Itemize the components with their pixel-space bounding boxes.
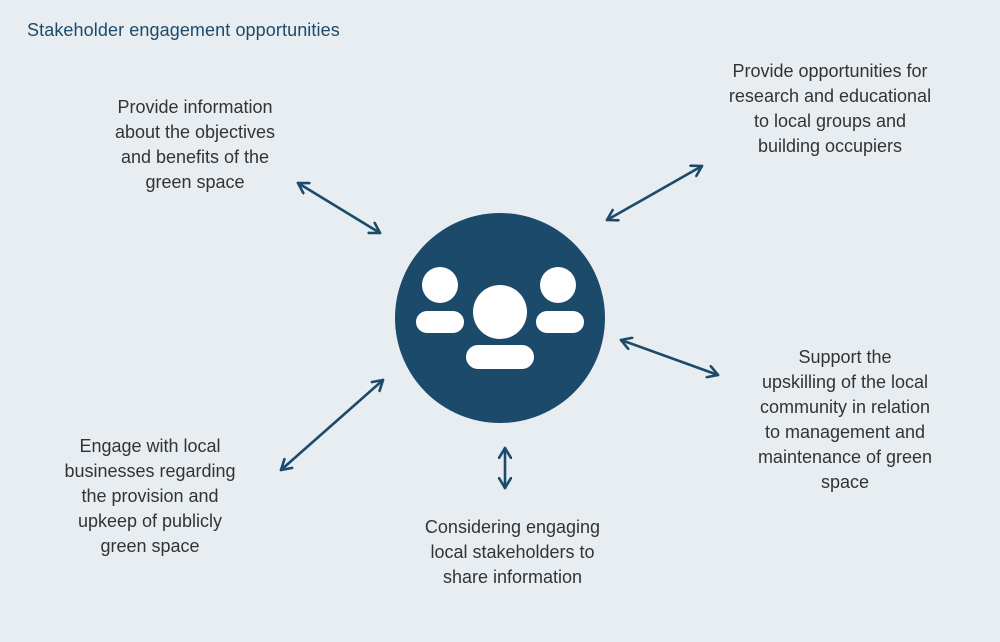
label-bottom-left: Engage with local businesses regarding t… — [64, 436, 236, 556]
label-top-left: Provide information about the objectives… — [114, 97, 276, 192]
label-bottom: Considering engaging local stakeholders … — [424, 517, 601, 587]
arrow-bottom-left — [279, 378, 385, 472]
label-top-right: Provide opportunities for research and e… — [728, 61, 932, 156]
people-group-icon — [416, 267, 584, 369]
arrow-top-left — [296, 181, 382, 235]
arrow-top-right — [605, 166, 704, 220]
diagram-title: Stakeholder engagement opportunities — [27, 20, 340, 40]
label-right: Support the upskilling of the local comm… — [757, 347, 933, 492]
arrow-right — [619, 340, 720, 375]
